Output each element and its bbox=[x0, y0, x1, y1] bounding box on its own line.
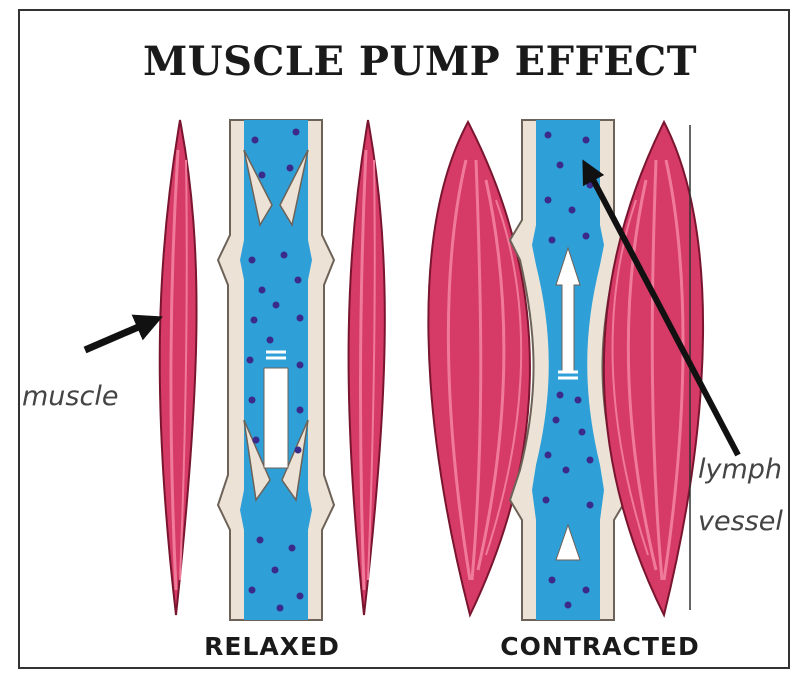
arrow-right-icon bbox=[85, 322, 150, 350]
contracted-panel: CONTRACTED bbox=[428, 120, 703, 661]
relaxed-panel: RELAXED bbox=[160, 120, 385, 661]
lymph-label-line2: vessel bbox=[698, 506, 783, 537]
relaxed-right-muscle bbox=[349, 120, 385, 615]
contracted-right-muscle bbox=[604, 122, 703, 615]
relaxed-lymph-vessel bbox=[218, 120, 334, 620]
lymph-label-line1: lymph bbox=[698, 454, 782, 485]
muscle-label: muscle bbox=[22, 381, 118, 412]
muscle-callout: muscle bbox=[22, 322, 150, 412]
contracted-left-muscle bbox=[428, 122, 530, 615]
relaxed-label: RELAXED bbox=[204, 632, 340, 661]
contracted-label: CONTRACTED bbox=[500, 632, 699, 661]
figure-title: MUSCLE PUMP EFFECT bbox=[143, 38, 697, 85]
relaxed-left-muscle bbox=[160, 120, 197, 615]
